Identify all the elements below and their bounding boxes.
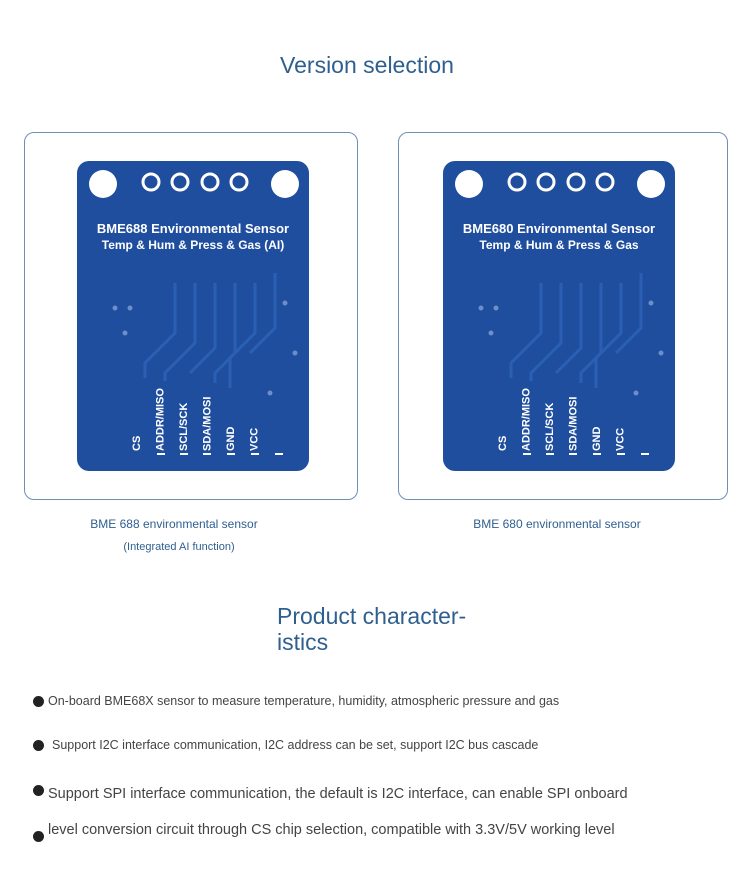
section-title-version: Version selection (280, 52, 454, 78)
bullet-icon (33, 784, 44, 796)
pin-label: SDA/MOSI (202, 397, 214, 451)
silkscreen-subtitle: Temp & Hum & Press & Gas (AI) (102, 238, 284, 252)
pin-label: VCC (615, 428, 627, 451)
pin-label: SCL/SCK (544, 403, 556, 451)
pin-label: ADDR/MISO (155, 388, 167, 451)
feature-text: On-board BME68X sensor to measure temper… (48, 694, 560, 708)
pin-label: SCL/SCK (178, 403, 190, 451)
pin-label: ADDR/MISO (521, 388, 533, 451)
feature-item: Support SPI interface communication, the… (33, 784, 628, 802)
pin-label: SDA/MOSI (568, 397, 580, 451)
bme688-subcaption: (Integrated AI function) (123, 541, 235, 553)
bullet-icon (33, 739, 44, 751)
pin-label: CS (497, 436, 509, 451)
board-card-bme680: BME680 Environmental Sensor Temp & Hum &… (398, 132, 728, 500)
bullet-icon (33, 830, 44, 842)
bme688-caption: BME 688 environmental sensor (90, 517, 258, 531)
section-title-characteristics: Product character- istics (277, 603, 497, 655)
silkscreen-subtitle: Temp & Hum & Press & Gas (479, 238, 638, 252)
feature-item: Support I2C interface communication, I2C… (33, 738, 538, 752)
feature-item: On-board BME68X sensor to measure temper… (33, 694, 559, 708)
mounting-hole-icon (455, 170, 665, 198)
bme688-board-image: BME688 Environmental Sensor Temp & Hum &… (77, 161, 309, 471)
bme680-board-image: BME680 Environmental Sensor Temp & Hum &… (443, 161, 675, 471)
title-line-2: istics (277, 629, 329, 655)
feature-item: level conversion circuit through CS chip… (33, 822, 615, 842)
feature-text: level conversion circuit through CS chip… (48, 822, 615, 838)
board-card-bme688: BME688 Environmental Sensor Temp & Hum &… (24, 132, 358, 500)
bullet-icon (33, 695, 44, 707)
mounting-hole-icon (89, 170, 299, 198)
pin-label: GND (591, 427, 603, 452)
pin-label: VCC (249, 428, 261, 451)
silkscreen-title: BME680 Environmental Sensor (463, 221, 655, 236)
bme680-caption: BME 680 environmental sensor (473, 517, 641, 531)
title-line-1: Product character- (277, 603, 467, 629)
silkscreen-title: BME688 Environmental Sensor (97, 221, 289, 236)
pin-label: GND (225, 427, 237, 452)
pin-label: CS (131, 436, 143, 451)
feature-text: Support I2C interface communication, I2C… (52, 738, 539, 752)
feature-text: Support SPI interface communication, the… (48, 786, 628, 802)
